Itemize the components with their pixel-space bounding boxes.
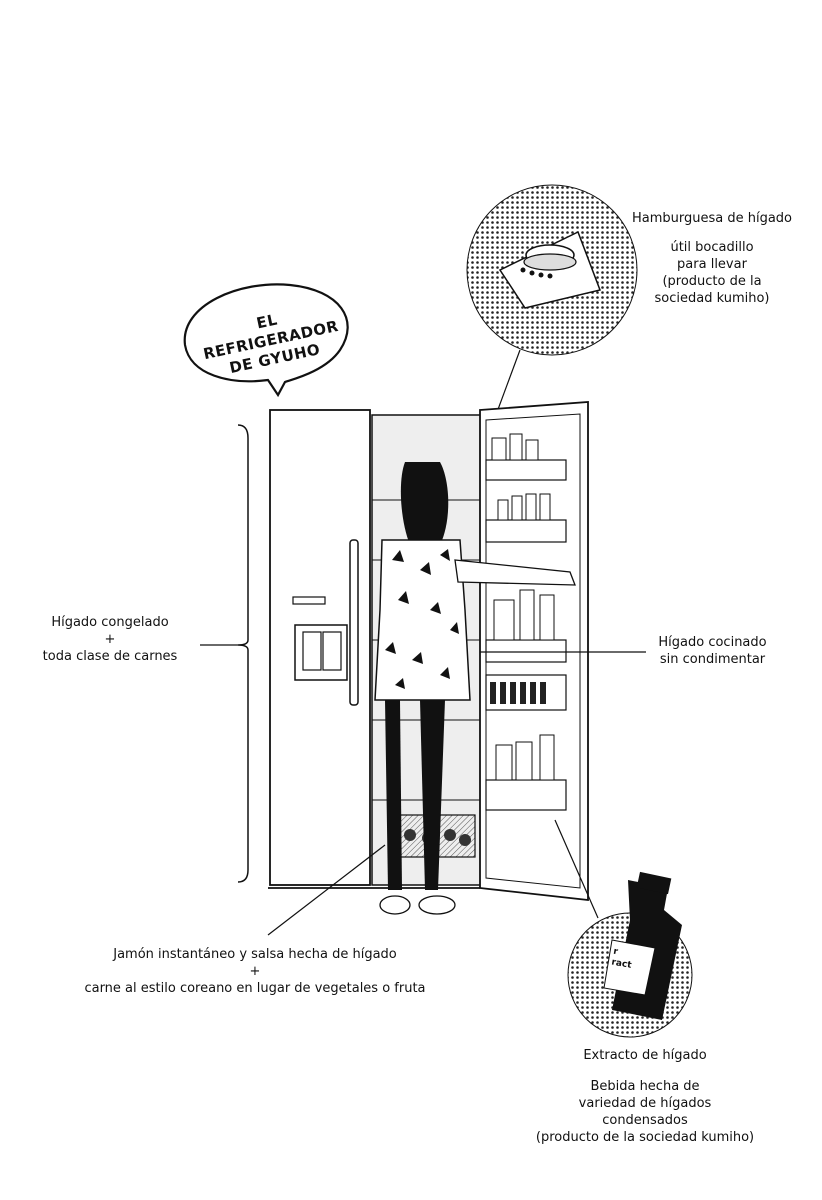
ham-leader-line (267, 844, 386, 936)
extract-line: Bebida hecha de (590, 1079, 700, 1094)
hamburger-line: útil bocadillo (670, 240, 754, 255)
extract-line: (producto de la sociedad kumiho) (535, 1130, 755, 1145)
hamburger-line: sociedad kumiho) (654, 291, 770, 306)
freezer-bracket (237, 424, 249, 883)
ham-line: Jamón instantáneo y salsa hecha de hígad… (113, 947, 397, 962)
hamburger-callout: Hamburguesa de hígado útil bocadillo par… (622, 210, 802, 307)
extract-leader-line (554, 819, 599, 919)
hamburger-line: para llevar (677, 257, 747, 272)
ham-callout: Jamón instantáneo y salsa hecha de hígad… (40, 946, 470, 997)
extract-callout: Extracto de hígado Bebida hecha de varie… (510, 1047, 780, 1146)
frozen-liver-line: Hígado congelado (51, 615, 169, 630)
cooked-liver-callout: Hígado cocinado sin condimentar (640, 634, 785, 668)
extract-title: Extracto de hígado (583, 1048, 707, 1063)
ham-plus: + (249, 964, 261, 979)
hamburger-line: (producto de la (662, 274, 762, 289)
woman-figure (374, 462, 576, 915)
frozen-liver-plus: + (104, 632, 116, 647)
extract-line: condensados (602, 1113, 688, 1128)
frozen-liver-line: toda clase de carnes (42, 649, 178, 664)
speech-bubble (183, 283, 349, 398)
liver-extract-inset (567, 871, 693, 1038)
extract-line: variedad de hígados (578, 1096, 712, 1111)
cooked-liver-line: Hígado cocinado (658, 635, 767, 650)
ham-line: carne al estilo coreano en lugar de vege… (84, 981, 426, 996)
hamburger-inset (466, 184, 638, 356)
hamburger-title: Hamburguesa de hígado (631, 211, 793, 226)
frozen-liver-callout: Hígado congelado + toda clase de carnes (25, 614, 195, 665)
cooked-liver-line: sin condimentar (659, 652, 766, 667)
